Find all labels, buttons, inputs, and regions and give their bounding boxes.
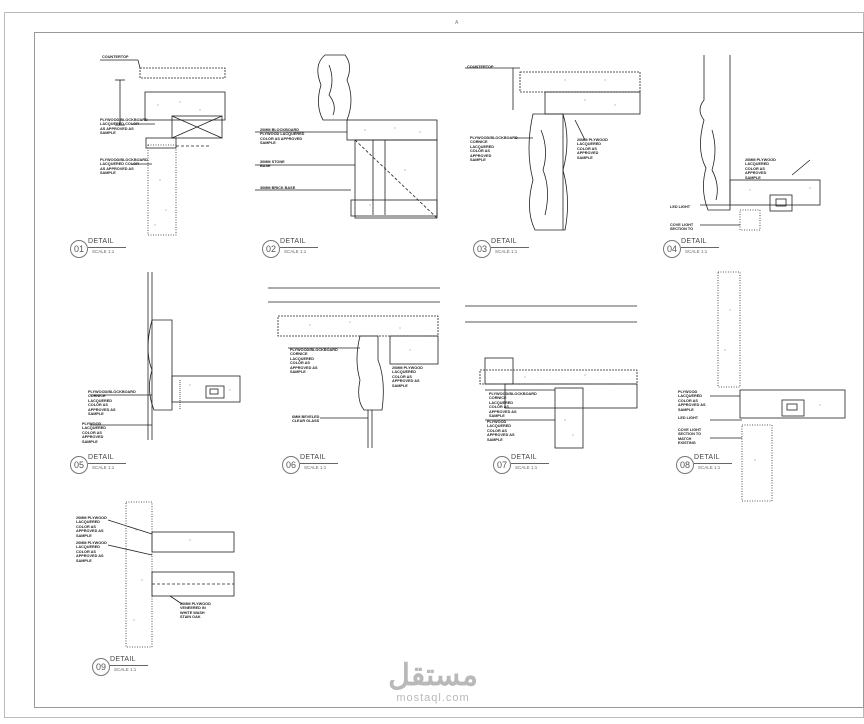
detail-02-number: 02 [262,240,280,258]
detail-08-note-2: LED LIGHT [678,416,699,420]
detail-01-number: 01 [70,240,88,258]
watermark-latin-text: mostaql.com [396,692,470,704]
detail-05-drawing [90,272,241,440]
detail-08-note-3: COVE LIGHT SECTION TO MATCH EXISTING [678,428,702,446]
detail-09-note-3: 20MM PLYWOOD VENEERED IN WHITE WASH STAI… [180,602,211,620]
detail-01-drawing [100,59,226,236]
detail-09-note-1: 20MM PLYWOOD LACQUERED COLOR AS APPROVED… [76,516,107,538]
detail-05-label: DETAIL [88,454,114,461]
detail-03-note-2: PLYWOOD/BLOCKBOARD CORNICE LACQUERED COL… [470,136,518,163]
detail-07-drawing [465,305,638,449]
detail-01: COUNTERTOP PLYWOOD/BLOCKBOARD LACQUERED … [60,50,240,260]
detail-04-number: 04 [663,240,681,258]
watermark-logo: مستقل mostaql.com [378,659,488,705]
detail-06-note-2: 20MM PLYWOOD LACQUERED COLOR AS APPROVED… [392,366,423,388]
detail-03-label: DETAIL [491,238,517,245]
detail-06: PLYWOOD/BLOCKBOARD CORNICE LACQUERED COL… [260,270,450,480]
detail-01-note-2: PLYWOOD/BLOCKBOARD LACQUERED COLOR AS AP… [100,118,148,136]
detail-03-note-1: COUNTERTOP [467,65,494,69]
detail-04-drawing [699,55,821,231]
detail-09-number: 09 [92,658,110,676]
detail-07-number: 07 [493,456,511,474]
detail-08-label: DETAIL [694,454,720,461]
detail-04-note-3: COVE LIGHT SECTION TO [670,223,694,232]
detail-03-note-3: 20MM PLYWOOD LACQUERED COLOR AS APPROVED… [577,138,608,160]
detail-05-note-2: PLYWOOD LACQUERED COLOR AS APPROVED SAMP… [82,422,107,444]
detail-08-scale: SCALE 1:1 [698,465,721,470]
detail-06-scale: SCALE 1:1 [304,465,327,470]
detail-04: 20MM PLYWOOD LACQUERED COLOR AS APPROVED… [660,50,840,260]
detail-08-number: 08 [676,456,694,474]
detail-02-label: DETAIL [280,238,306,245]
detail-03-drawing [465,67,641,231]
detail-02: 20MM BLOCKBOARD PLYWOOD LACQUERED COLOR … [255,50,445,260]
detail-06-note-1: PLYWOOD/BLOCKBOARD CORNICE LACQUERED COL… [290,348,338,375]
detail-08: PLYWOOD LACQUERED COLOR AS APPROVED AS S… [670,270,850,510]
detail-07-scale: SCALE 1:1 [515,465,538,470]
detail-03: COUNTERTOP PLYWOOD/BLOCKBOARD CORNICE LA… [465,50,645,260]
sheet-top-mark: A [455,20,459,26]
detail-08-note-1: PLYWOOD LACQUERED COLOR AS APPROVED AS S… [678,390,706,412]
detail-05-note-1: PLYWOOD/BLOCKBOARD CORNICE LACQUERED COL… [88,390,136,417]
detail-04-scale: SCALE 1:1 [685,249,708,254]
detail-07: PLYWOOD/BLOCKBOARD CORNICE LACQUERED COL… [465,270,645,480]
detail-02-drawing [255,54,438,219]
detail-05-number: 05 [70,456,88,474]
detail-06-label: DETAIL [300,454,326,461]
detail-04-label: DETAIL [681,238,707,245]
detail-06-number: 06 [282,456,300,474]
detail-06-drawing [268,287,440,448]
detail-01-note-3: PLYWOOD/BLOCKBOARD LACQUERED COLOR AS AP… [100,158,148,176]
detail-09-drawing [107,501,235,648]
detail-03-scale: SCALE 1:1 [495,249,518,254]
detail-03-number: 03 [473,240,491,258]
detail-04-note-1: 20MM PLYWOOD LACQUERED COLOR AS APPROVED… [745,158,776,180]
detail-09-scale: SCALE 1:1 [114,667,137,672]
detail-09-label: DETAIL [110,656,136,663]
detail-06-note-3: 6MM BEVELED CLEAR GLASS [292,415,320,424]
detail-02-scale: SCALE 1:1 [284,249,307,254]
detail-07-note-1: PLYWOOD/BLOCKBOARD CORNICE LACQUERED COL… [489,392,537,419]
watermark-arabic-text: مستقل [388,659,478,692]
detail-09-note-2: 20MM PLYWOOD LACQUERED COLOR AS APPROVED… [76,541,107,563]
detail-01-note-1: COUNTERTOP [102,55,129,59]
detail-05: PLYWOOD/BLOCKBOARD CORNICE LACQUERED COL… [60,270,250,480]
detail-05-scale: SCALE 1:1 [92,465,115,470]
detail-02-note-2: 30MM STONE BASE [260,160,285,169]
detail-01-scale: SCALE 1:1 [92,249,115,254]
detail-09: 20MM PLYWOOD LACQUERED COLOR AS APPROVED… [70,500,250,680]
detail-01-label: DETAIL [88,238,114,245]
detail-07-note-2: PLYWOOD LACQUERED COLOR AS APPROVED AS S… [487,420,515,442]
detail-02-note-1: 20MM BLOCKBOARD PLYWOOD LACQUERED COLOR … [260,128,305,146]
detail-07-label: DETAIL [511,454,537,461]
detail-08-drawing [710,271,846,502]
detail-02-note-3: 30MM BRICK BASE [260,186,296,190]
detail-04-note-2: LED LIGHT [670,205,691,209]
